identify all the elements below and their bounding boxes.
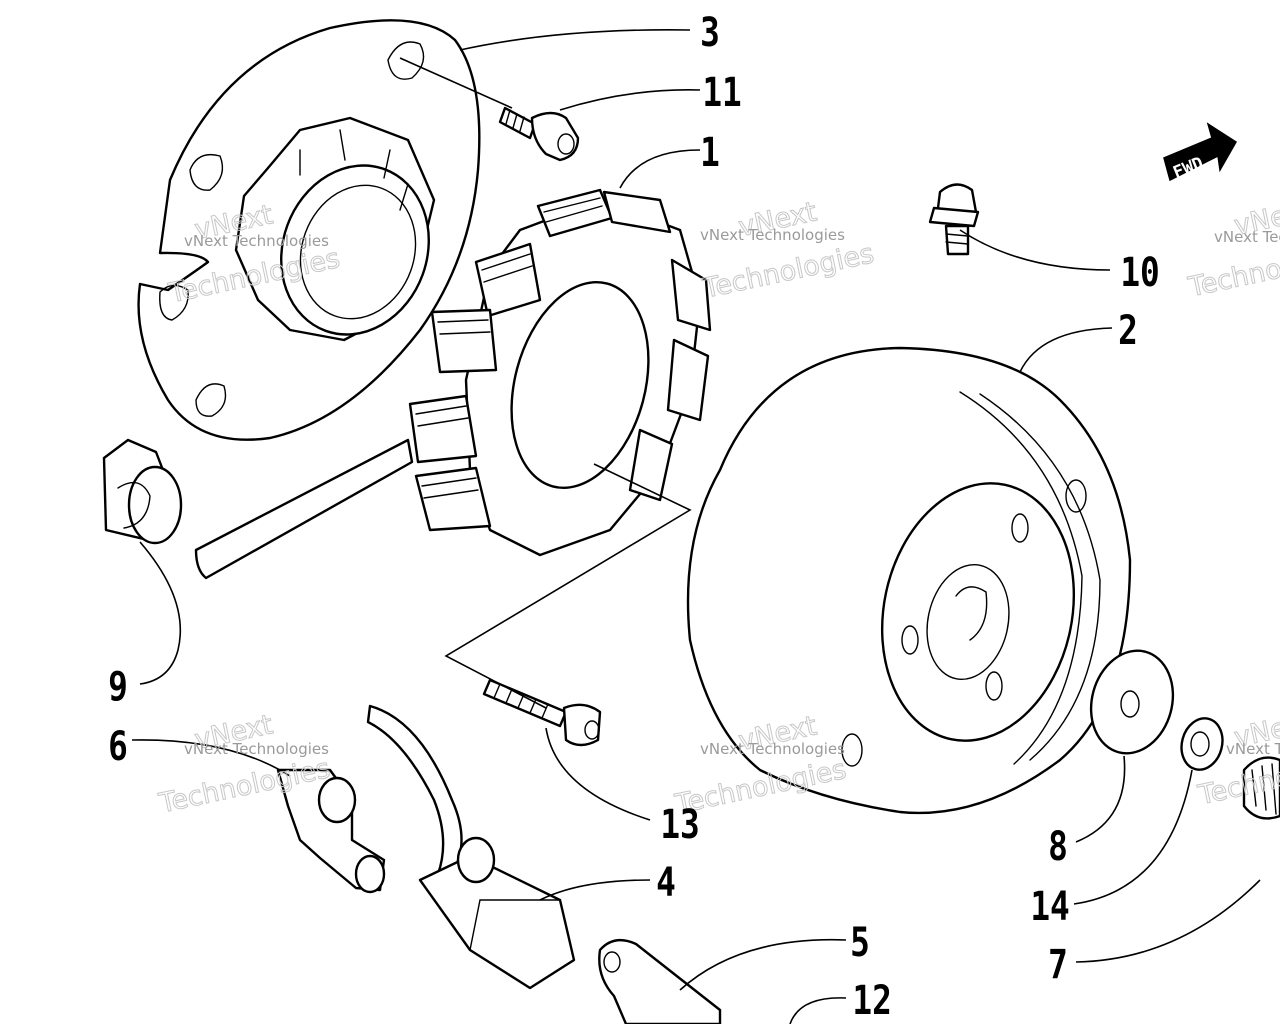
watermark-caption-1: vNext Technologies — [184, 232, 329, 250]
callout-5: 5 — [850, 919, 870, 966]
callout-3: 3 — [700, 9, 720, 56]
forward-direction-indicator: FWD — [1163, 122, 1238, 183]
watermark-word-3: Technologies — [1185, 237, 1280, 304]
callout-9: 9 — [108, 663, 128, 710]
callout-10: 10 — [1120, 249, 1159, 296]
part-5-clamp — [598, 938, 722, 1024]
part-13-long-bolt — [482, 678, 602, 747]
part-11-bolt — [498, 106, 580, 162]
watermark-word-2: Technologies — [700, 238, 877, 305]
callout-labels: 3 11 1 10 2 9 6 13 4 8 14 7 5 12 — [108, 9, 1160, 1024]
callout-7: 7 — [1048, 941, 1068, 988]
part-6-bracket — [276, 768, 386, 894]
part-9-grommet — [102, 438, 183, 545]
watermark-caption-2: vNext Technologies — [700, 226, 845, 244]
part-8-washer — [1089, 649, 1175, 755]
part-3-stator-plate — [137, 19, 481, 441]
part-14-lock-washer — [1180, 717, 1224, 771]
part-1-stator-coils — [408, 188, 712, 557]
watermark-caption-4: vNext Technologies — [184, 740, 329, 758]
callout-6: 6 — [108, 723, 128, 770]
part-4-pickup-coil — [366, 704, 576, 990]
watermark-caption-6: vNext Technologies — [1226, 740, 1280, 758]
watermark-caption-3: vNext Technologies — [1214, 228, 1280, 246]
callout-1: 1 — [700, 129, 720, 176]
rod — [194, 438, 414, 580]
callout-8: 8 — [1048, 823, 1068, 870]
callout-13: 13 — [660, 801, 699, 848]
callout-14: 14 — [1030, 883, 1069, 930]
leader-lines — [131, 29, 1261, 1024]
callout-4: 4 — [656, 859, 676, 906]
part-2-flywheel — [686, 346, 1132, 815]
callout-2: 2 — [1118, 307, 1138, 354]
part-10-hex-bolt — [928, 183, 980, 256]
callout-12: 12 — [852, 977, 891, 1024]
callout-11: 11 — [702, 69, 741, 116]
part-7-nut — [1242, 756, 1280, 820]
watermark-caption-5: vNext Technologies — [700, 740, 845, 758]
